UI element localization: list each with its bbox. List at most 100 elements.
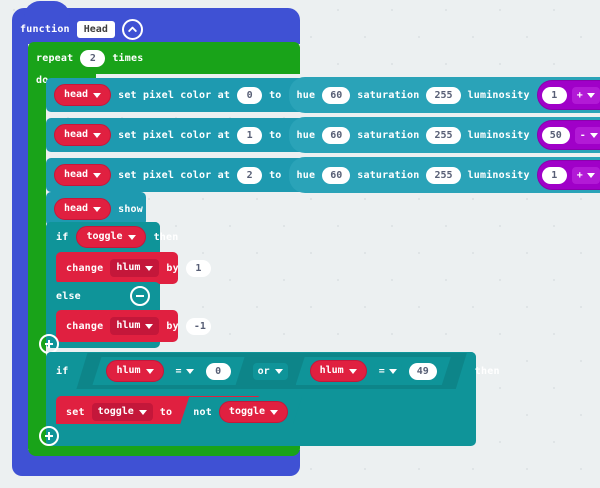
math-block-2[interactable]: 1 + hlum bbox=[536, 160, 600, 190]
saturation-field-2[interactable]: 255 bbox=[426, 166, 461, 184]
else-header[interactable]: else bbox=[46, 282, 160, 310]
variable-label: toggle bbox=[97, 406, 134, 417]
math-block-1[interactable]: 50 - hlum bbox=[536, 120, 600, 150]
saturation-field-1[interactable]: 255 bbox=[426, 126, 461, 144]
compare-right-value-field[interactable]: 49 bbox=[409, 363, 437, 380]
variable-label: toggle bbox=[86, 231, 123, 242]
add-branch-button-1[interactable] bbox=[39, 334, 59, 354]
set-label: set bbox=[66, 406, 85, 418]
chevron-down-icon bbox=[145, 265, 154, 271]
set-pixel-color-block-0[interactable]: head set pixel color at 0 to hue 60 satu… bbox=[46, 77, 600, 113]
set-pixel-color-label-0: set pixel color at bbox=[118, 89, 231, 101]
math-left-field-2[interactable]: 1 bbox=[541, 166, 567, 184]
not-block[interactable]: not toggle bbox=[179, 397, 302, 427]
target-label: head bbox=[64, 169, 89, 180]
compare-left-value-field[interactable]: 0 bbox=[206, 363, 231, 380]
chevron-down-icon bbox=[186, 369, 194, 374]
if-label: if bbox=[56, 231, 69, 243]
target-label: head bbox=[64, 203, 89, 214]
compare-left-variable[interactable]: hlum bbox=[106, 360, 163, 382]
target-label: head bbox=[64, 89, 89, 100]
operator-label: = bbox=[378, 365, 385, 377]
if-else-header[interactable]: if toggle then bbox=[46, 222, 178, 252]
variable-label: hlum bbox=[319, 365, 344, 376]
change-variable-block-else[interactable]: change hlum by -1 bbox=[56, 310, 211, 342]
compare-right-variable[interactable]: hlum bbox=[310, 360, 367, 382]
chevron-down-icon bbox=[93, 206, 102, 212]
show-block[interactable]: head show bbox=[46, 192, 146, 226]
target-dropdown-head-1[interactable]: head bbox=[54, 124, 112, 146]
chevron-down-icon bbox=[127, 234, 136, 240]
chevron-down-icon bbox=[275, 369, 283, 374]
compare-operator-dropdown-left[interactable]: = bbox=[171, 363, 199, 380]
pixel-index-field-2[interactable]: 2 bbox=[237, 166, 263, 184]
set-variable-block[interactable]: set toggle to not toggle bbox=[56, 396, 262, 428]
pixel-index-field-1[interactable]: 1 bbox=[237, 126, 263, 144]
math-operator-dropdown-2[interactable]: + bbox=[571, 166, 600, 184]
math-left-field-1[interactable]: 50 bbox=[541, 126, 570, 144]
to-label-2: to bbox=[269, 169, 282, 181]
chevron-down-icon bbox=[145, 323, 154, 329]
change-label: change bbox=[66, 320, 104, 332]
if-condition-variable-toggle[interactable]: toggle bbox=[76, 226, 146, 248]
compare-operator-dropdown-right[interactable]: = bbox=[374, 363, 402, 380]
math-left-field-0[interactable]: 1 bbox=[541, 86, 567, 104]
hue-field-2[interactable]: 60 bbox=[322, 166, 351, 184]
change-variable-block-then[interactable]: change hlum by 1 bbox=[56, 252, 211, 284]
saturation-field-0[interactable]: 255 bbox=[426, 86, 461, 104]
change-amount-field[interactable]: 1 bbox=[185, 259, 211, 277]
target-dropdown-head-0[interactable]: head bbox=[54, 84, 112, 106]
set-pixel-color-label-1: set pixel color at bbox=[118, 129, 231, 141]
not-label: not bbox=[193, 406, 212, 418]
math-block-0[interactable]: 1 + hlum bbox=[536, 80, 600, 110]
repeat-header[interactable]: repeat 2 times bbox=[28, 42, 300, 74]
repeat-times-label: times bbox=[112, 53, 144, 64]
to-label-0: to bbox=[269, 89, 282, 101]
hue-label-1: hue bbox=[296, 129, 316, 141]
operator-label: = bbox=[175, 365, 182, 377]
function-name-field[interactable]: Head bbox=[76, 21, 115, 38]
math-operator-label-0: + bbox=[576, 89, 583, 101]
math-operator-dropdown-1[interactable]: - bbox=[574, 126, 600, 144]
to-label-1: to bbox=[269, 129, 282, 141]
chevron-down-icon bbox=[586, 172, 595, 178]
hue-field-1[interactable]: 60 bbox=[322, 126, 351, 144]
chevron-down-icon bbox=[146, 369, 154, 374]
variable-label: hlum bbox=[116, 262, 141, 273]
chevron-down-icon bbox=[93, 172, 102, 178]
change-label: change bbox=[66, 262, 104, 274]
target-dropdown-head-show[interactable]: head bbox=[54, 198, 112, 220]
hsl-group-1: hue 60 saturation 255 luminosity 50 - hl… bbox=[288, 117, 600, 153]
math-operator-dropdown-0[interactable]: + bbox=[571, 86, 600, 104]
chevron-down-icon bbox=[270, 410, 278, 415]
chevron-down-icon bbox=[586, 92, 595, 98]
hue-field-0[interactable]: 60 bbox=[322, 86, 351, 104]
compare-group-right[interactable]: hlum = 49 bbox=[296, 357, 451, 385]
or-operator-dropdown[interactable]: or bbox=[253, 363, 288, 380]
function-keyword: function bbox=[20, 24, 70, 35]
chevron-up-circle-icon[interactable] bbox=[121, 19, 143, 40]
variable-label: hlum bbox=[116, 365, 141, 376]
set-pixel-color-block-1[interactable]: head set pixel color at 1 to hue 60 satu… bbox=[46, 117, 600, 153]
pixel-index-field-0[interactable]: 0 bbox=[237, 86, 263, 104]
not-operand-variable[interactable]: toggle bbox=[219, 401, 288, 423]
change-variable-dropdown[interactable]: hlum bbox=[110, 259, 160, 277]
change-amount-field[interactable]: -1 bbox=[185, 317, 211, 335]
repeat-count-field[interactable]: 2 bbox=[80, 50, 106, 67]
or-boolean-group[interactable]: hlum = 0 or hlum bbox=[76, 353, 466, 389]
math-operator-label-2: + bbox=[576, 169, 583, 181]
compare-group-left[interactable]: hlum = 0 bbox=[92, 357, 244, 385]
saturation-label-0: saturation bbox=[357, 89, 420, 101]
if-compare-header[interactable]: if hlum = 0 or bbox=[46, 352, 499, 390]
repeat-notch bbox=[52, 42, 78, 48]
set-variable-dropdown[interactable]: toggle bbox=[91, 403, 153, 421]
set-pixel-color-block-2[interactable]: head set pixel color at 2 to hue 60 satu… bbox=[46, 157, 600, 193]
function-left-rail bbox=[12, 38, 28, 458]
target-dropdown-head-2[interactable]: head bbox=[54, 164, 112, 186]
function-header[interactable]: function Head bbox=[12, 1, 300, 44]
minus-circle-icon[interactable] bbox=[130, 286, 150, 306]
or-label: or bbox=[257, 365, 270, 377]
change-variable-dropdown[interactable]: hlum bbox=[110, 317, 160, 335]
add-branch-button-2[interactable] bbox=[39, 426, 59, 446]
